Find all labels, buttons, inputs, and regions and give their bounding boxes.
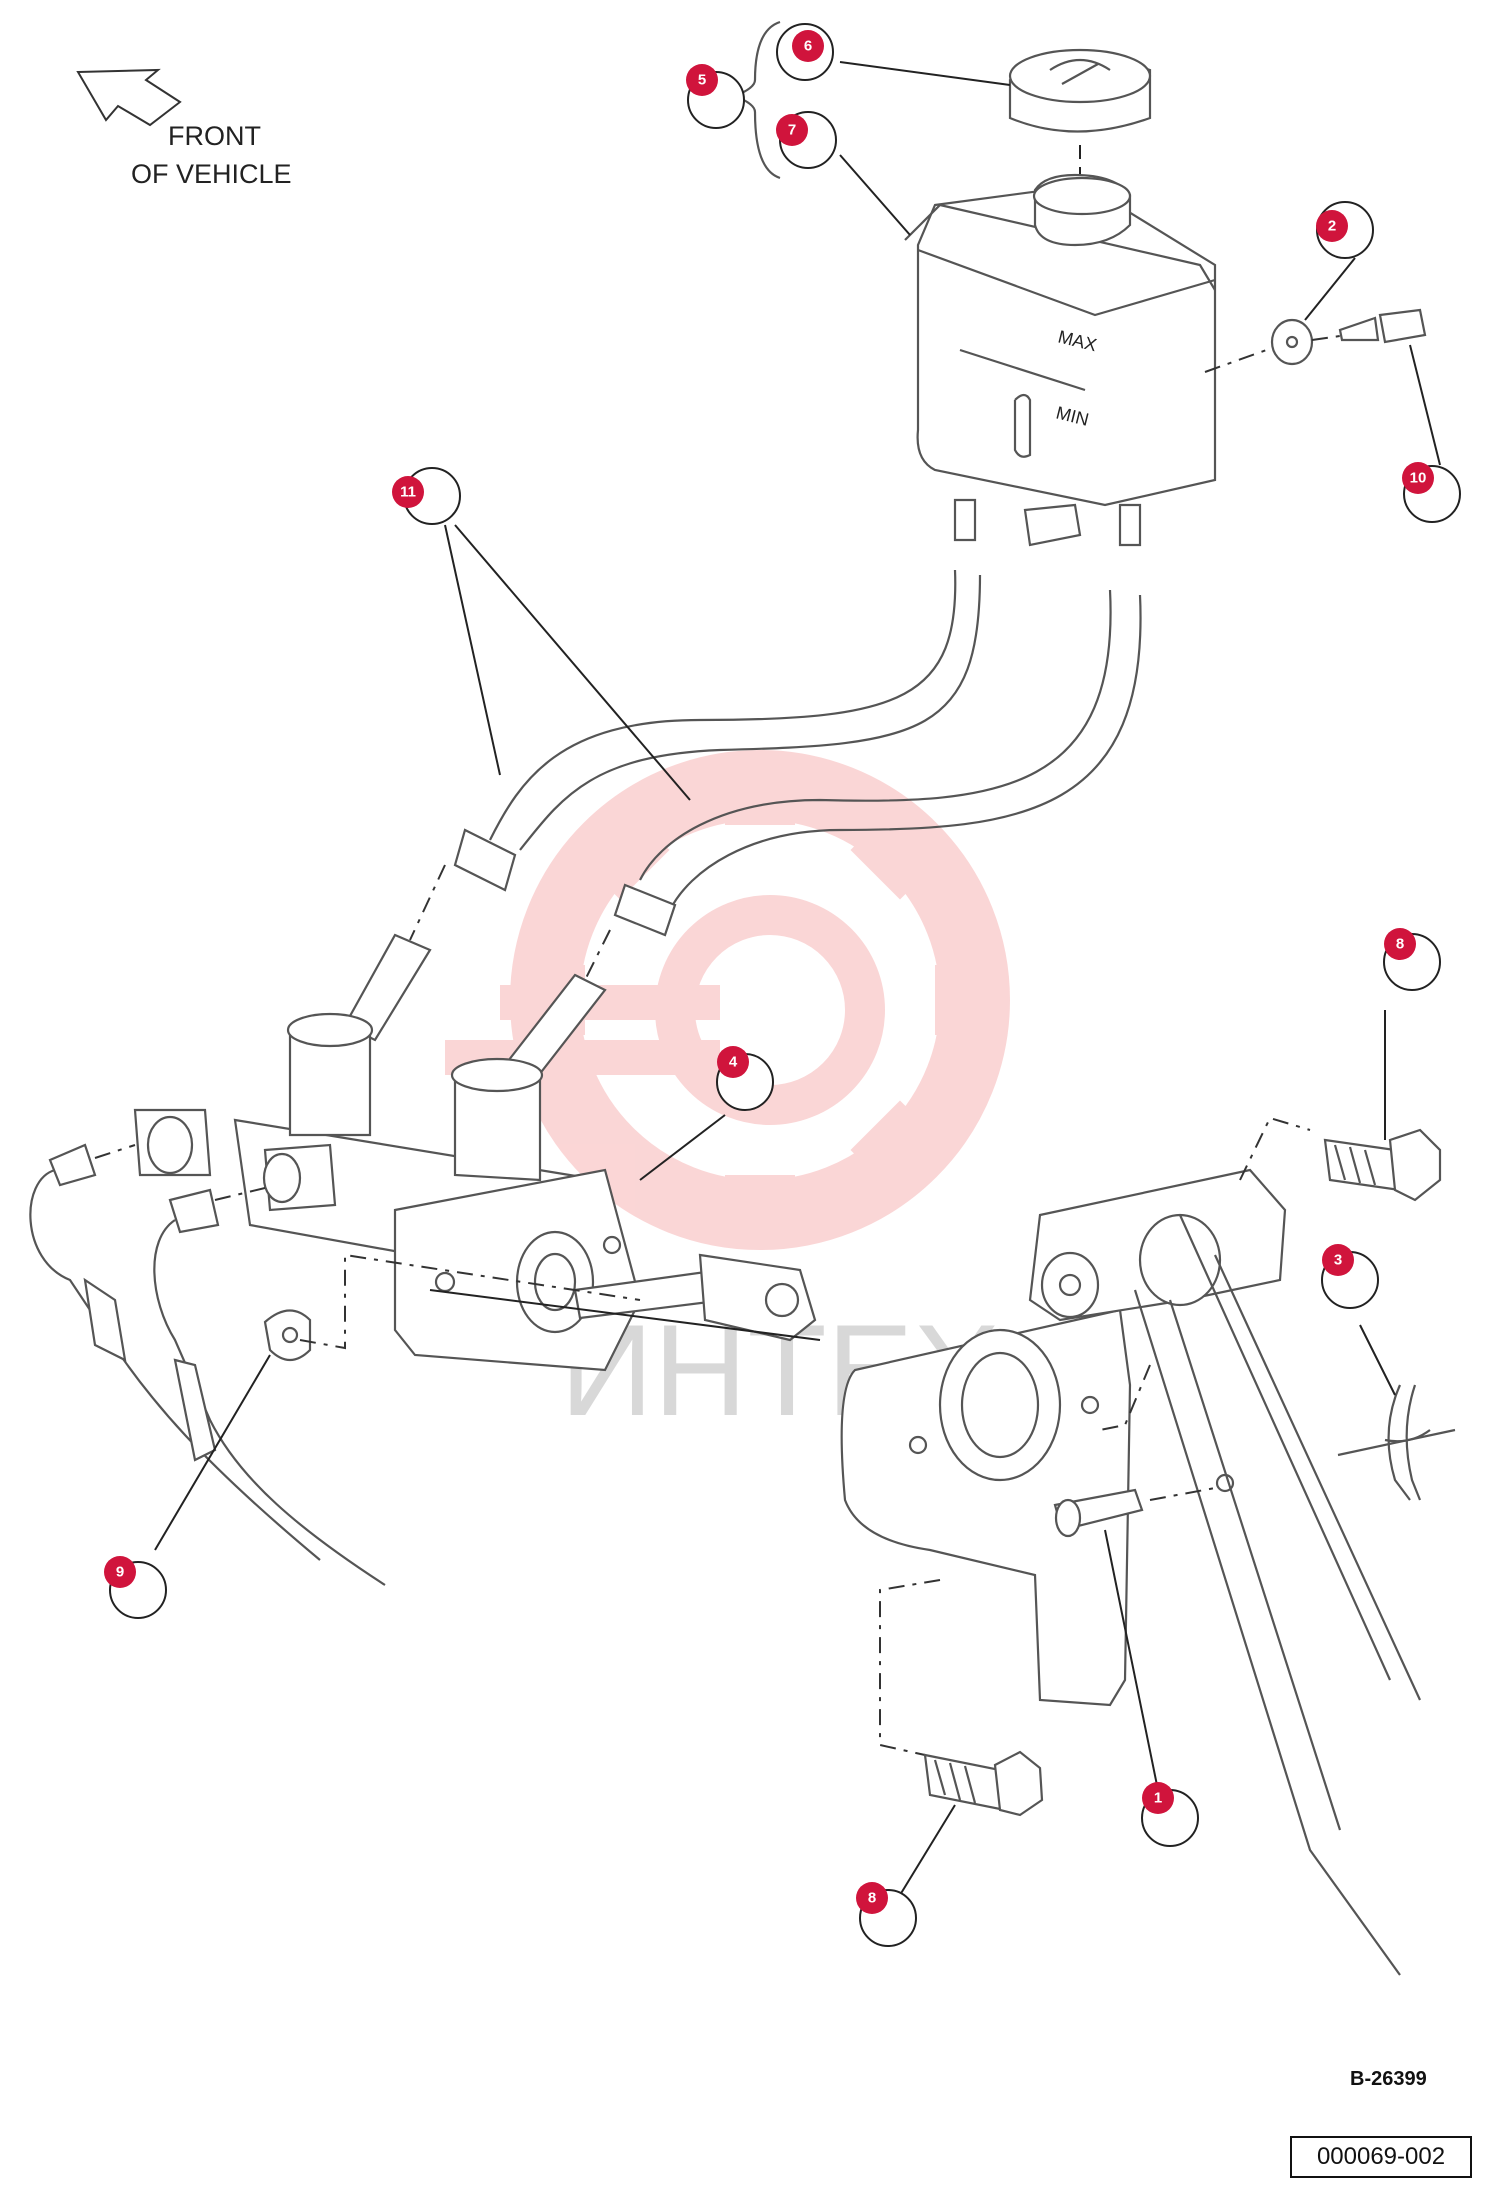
callout-8-lower[interactable]: 8 <box>856 1882 888 1914</box>
callout-6[interactable]: 6 <box>792 30 824 62</box>
reservoir-hoses <box>343 569 1142 1082</box>
brake-fluid-reservoir: MAX MIN <box>904 173 1217 547</box>
svg-text:8: 8 <box>1396 936 1404 953</box>
front-label-line1: FRONT <box>168 121 261 151</box>
callout-7[interactable]: 7 <box>776 114 808 146</box>
callout-10[interactable]: 10 <box>1402 462 1434 494</box>
callout-11[interactable]: 11 <box>392 476 424 508</box>
washer <box>1270 318 1314 366</box>
callout-9[interactable]: 9 <box>104 1556 136 1588</box>
reservoir-cap <box>1008 48 1152 195</box>
svg-text:4: 4 <box>729 1054 738 1071</box>
screw <box>1204 308 1427 373</box>
drawing-number: 000069-002 <box>1290 2136 1472 2178</box>
master-cylinder <box>133 1012 821 1372</box>
bolt-upper <box>1323 1010 1442 1202</box>
svg-text:3: 3 <box>1334 1252 1342 1269</box>
svg-text:11: 11 <box>400 484 416 501</box>
clevis-clip <box>1359 1324 1431 1501</box>
callout-5[interactable]: 5 <box>686 64 718 96</box>
callout-8-upper[interactable]: 8 <box>1384 928 1416 960</box>
callout-4[interactable]: 4 <box>717 1046 749 1078</box>
front-arrow-icon <box>76 68 182 127</box>
front-direction-arrow: FRONT OF VEHICLE <box>76 68 292 189</box>
svg-text:10: 10 <box>1410 470 1427 487</box>
pedal-bracket <box>840 1116 1456 1976</box>
printed-callout-circles <box>109 23 1461 1947</box>
svg-text:2: 2 <box>1328 218 1336 235</box>
svg-text:9: 9 <box>116 1564 124 1581</box>
svg-text:7: 7 <box>788 122 796 139</box>
callout-3[interactable]: 3 <box>1322 1244 1354 1276</box>
front-label-line2: OF VEHICLE <box>131 159 292 189</box>
svg-text:5: 5 <box>698 72 706 89</box>
figure-code: B-26399 <box>1350 2068 1427 2090</box>
bolt-lower <box>899 1750 1044 1896</box>
brake-lines <box>29 1143 641 1586</box>
svg-text:1: 1 <box>1154 1790 1162 1807</box>
svg-text:6: 6 <box>804 38 812 55</box>
callout-2[interactable]: 2 <box>1316 210 1348 242</box>
svg-text:8: 8 <box>868 1890 876 1907</box>
callout-1[interactable]: 1 <box>1142 1782 1174 1814</box>
